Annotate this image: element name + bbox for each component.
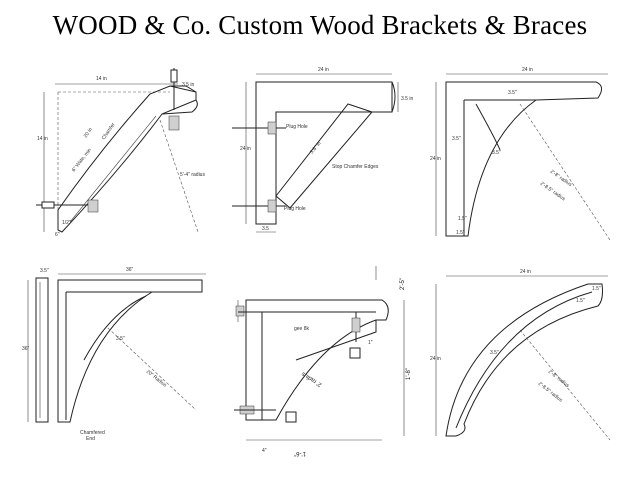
drawing-bracket-4: 3.5" 36" 36" 3.5" 20" Radius Chamfered E…: [22, 267, 206, 442]
d3-radius1: 2'-8" radius: [549, 169, 573, 189]
d5-bolt-label: gee 8k: [294, 326, 310, 332]
d3-foot-dim2: 1.5": [456, 230, 465, 236]
d5-top-right-dim: 2'-5": [400, 278, 406, 290]
d6-width-dim: 24 in: [520, 269, 531, 275]
d4-height-dim: 36": [22, 346, 30, 352]
d3-width-dim: 24 in: [522, 67, 533, 73]
d4-side-dim: 3.5": [40, 268, 49, 274]
d4-width-dim: 36": [126, 267, 134, 273]
d1-top-dim: 3.5 in: [182, 82, 194, 88]
d2-height-dim: 24 in: [240, 146, 251, 152]
d6-top-dim1: 1.5": [592, 286, 601, 292]
drawing-bracket-1: 14 in 14 in 5'-4" radius 3.5 in 20 in Ch…: [36, 68, 205, 238]
d6-height-dim: 24 in: [430, 356, 441, 362]
d4-mid-dim: 3.5": [116, 336, 125, 342]
d2-plug-hole-top: Plug Hole: [286, 124, 308, 130]
d2-chamfer-note: Stop Chamfer Edges: [332, 164, 379, 170]
d4-note-line2: End: [86, 436, 95, 442]
d1-diag-dim: 20 in: [83, 127, 94, 140]
d6-mid-dim: 3.5": [490, 350, 499, 356]
d1-stock: 6" Wide, min: [71, 147, 93, 173]
d4-radius: 20" Radius: [145, 369, 168, 389]
d3-foot-dim: 1.5": [458, 216, 467, 222]
d1-bottom-dim1: 1/2": [62, 220, 71, 226]
d2-brace-dim: 3.8" in: [309, 141, 323, 156]
d2-width-dim: 24 in: [318, 67, 329, 73]
d3-height-dim: 24 in: [430, 156, 441, 162]
page-title: WOOD & Co. Custom Wood Brackets & Braces: [52, 10, 588, 40]
d5-bottom-dim: 1'-6": [294, 450, 306, 456]
d5-small2: 4": [262, 448, 267, 454]
drawing-bracket-5: gee 8k 2' radius 2'-5" 1'-8" 1'-6" 1" 4": [234, 266, 412, 456]
d1-height-dim: 14 in: [37, 136, 48, 142]
drawing-bracket-3: 24 in 24 in 3.5" 3.5" 3.5" 2'-8" radius …: [430, 67, 611, 241]
d3-left-dim: 3.5": [452, 136, 461, 142]
d5-right-dim: 1'-8": [406, 368, 412, 380]
d6-radius1: 2'-8" radius: [547, 369, 571, 389]
d1-bottom-dim2: 6": [55, 232, 60, 238]
d5-small1: 1": [368, 340, 373, 346]
d3-radius2: 2'-8.5" radius: [539, 181, 567, 203]
drawing-bracket-6: 24 in 24 in 1.5" 1.5" 3.5" 2'-8" radius …: [430, 269, 611, 441]
d1-width-dim: 14 in: [96, 76, 107, 82]
d4-note-line1: Chamfered: [80, 430, 105, 436]
d6-top-dim2: 1.5": [576, 298, 585, 304]
d2-plug-hole-bottom: Plug Hole: [284, 206, 306, 212]
d2-top-right-dim: 3.5 in: [401, 96, 413, 102]
d1-radius-label: 5'-4" radius: [180, 172, 205, 178]
d5-radius-label: 2' radius: [301, 370, 323, 387]
d6-radius2: 2'-8.5" radius: [537, 381, 564, 404]
d1-chamfer: Chamfer: [101, 122, 117, 141]
d2-bottom-dim: 3.5: [262, 226, 269, 232]
d3-top-dim: 3.5": [508, 90, 517, 96]
drawing-bracket-2: 24 in 24 in 3.5 in Plug Hole Plug Hole 3…: [232, 67, 413, 233]
d3-mid-dim: 3.5": [492, 150, 501, 156]
